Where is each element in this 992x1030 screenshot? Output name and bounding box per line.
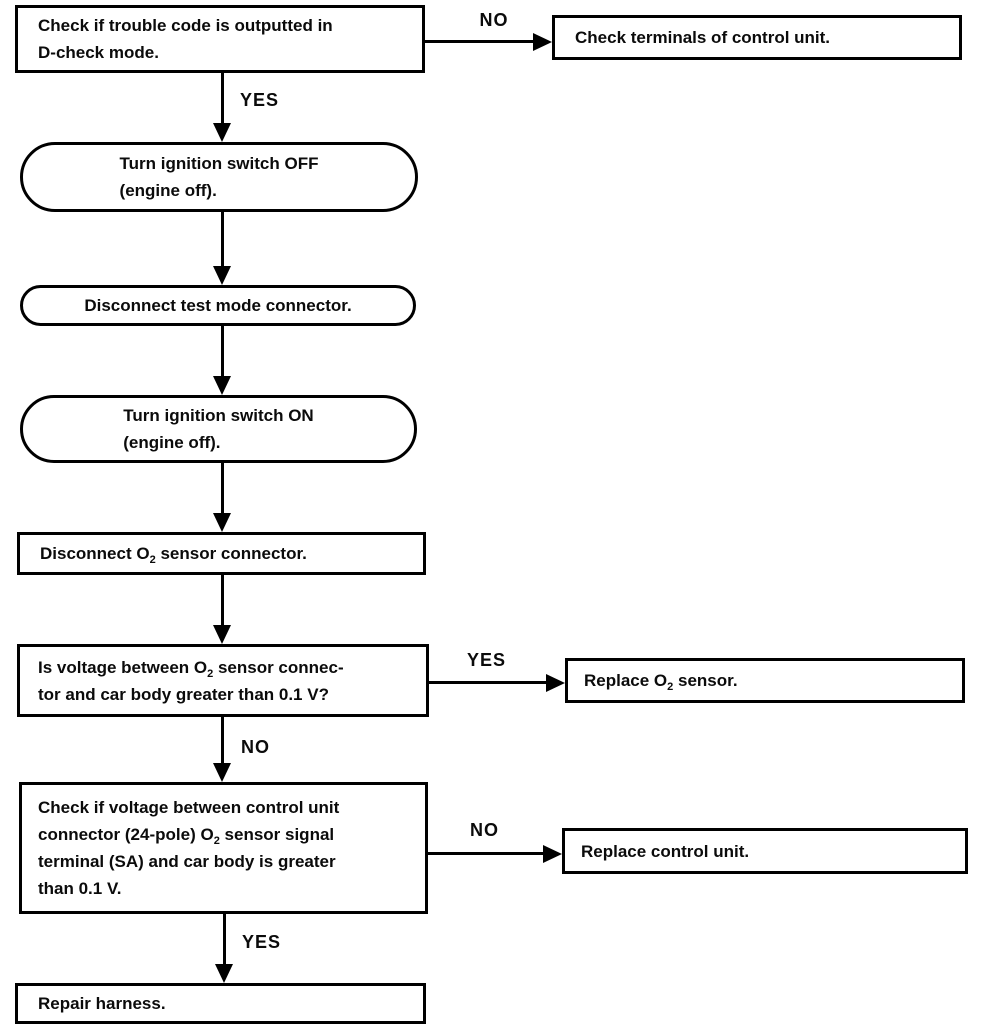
arrow-line-1	[221, 212, 224, 266]
arrow-line-2	[221, 326, 224, 376]
arrowhead-no-right	[543, 845, 562, 863]
arrowhead-yes-bottom	[215, 964, 233, 983]
subscript-2: 2	[149, 554, 156, 566]
node-voltage-o2-question: Is voltage between O2 sensor connec- tor…	[17, 644, 429, 717]
node-text-block: Turn ignition switch ON (engine off).	[123, 402, 313, 456]
node-text-line: Check terminals of control unit.	[575, 28, 831, 47]
arrow-line-yes-bottom	[223, 914, 226, 964]
arrowhead-yes-top	[213, 123, 231, 142]
arrow-line-no-right	[428, 852, 544, 855]
edge-label-yes-bottom: YES	[242, 932, 282, 952]
node-text-line: tor and car body greater than 0.1 V?	[38, 684, 329, 704]
edge-label-yes-mid: YES	[467, 650, 507, 670]
node-replace-o2-sensor: Replace O2 sensor.	[565, 658, 965, 703]
arrowhead-no-mid	[213, 763, 231, 782]
arrowhead-3	[213, 513, 231, 532]
node-ignition-off: Turn ignition switch OFF (engine off).	[20, 142, 418, 212]
edge-label-no-top: NO	[479, 10, 509, 30]
edge-label-no-right: NO	[470, 820, 499, 840]
edge-label-no-mid: NO	[241, 737, 270, 757]
node-check-terminals: Check terminals of control unit.	[552, 15, 962, 60]
node-text-line: D-check mode.	[38, 43, 159, 62]
node-text-block: Turn ignition switch OFF (engine off).	[120, 150, 319, 204]
arrow-line-no-top	[425, 40, 537, 43]
arrowhead-2	[213, 376, 231, 395]
node-replace-control-unit: Replace control unit.	[562, 828, 968, 874]
node-text-line: Replace O2 sensor.	[584, 671, 738, 693]
node-repair-harness: Repair harness.	[15, 983, 426, 1024]
arrow-line-yes-mid	[429, 681, 547, 684]
node-text-line: Disconnect test mode connector.	[84, 296, 352, 315]
node-text-line: connector (24-pole) O2 sensor signal	[38, 825, 335, 847]
node-text-line: Replace control unit.	[581, 841, 750, 861]
arrow-line-no-mid	[221, 717, 224, 763]
arrowhead-yes-mid	[546, 674, 565, 692]
node-text-line: terminal (SA) and car body is greater	[38, 852, 336, 871]
node-text-line: Check if voltage between control unit	[38, 798, 340, 817]
node-text-line: Disconnect O2 sensor connector.	[40, 544, 307, 566]
node-ignition-on: Turn ignition switch ON (engine off).	[20, 395, 417, 463]
arrowhead-1	[213, 266, 231, 285]
arrow-line-3	[221, 463, 224, 513]
node-text-line: Turn ignition switch OFF	[119, 154, 319, 173]
node-text-line: Is voltage between O2 sensor connec-	[38, 657, 344, 680]
node-text-line: Repair harness.	[38, 994, 166, 1013]
arrowhead-4	[213, 625, 231, 644]
node-text-line: Turn ignition switch ON	[123, 406, 314, 425]
node-text-line: (engine off).	[123, 433, 221, 452]
node-disconnect-test-mode: Disconnect test mode connector.	[20, 285, 416, 326]
node-disconnect-o2-sensor: Disconnect O2 sensor connector.	[17, 532, 426, 575]
subscript-2: 2	[213, 835, 220, 847]
node-text-line: Check if trouble code is outputted in	[38, 16, 333, 35]
arrow-line-4	[221, 575, 224, 625]
node-check-trouble-code: Check if trouble code is outputted in D-…	[15, 5, 425, 73]
node-text-line: (engine off).	[119, 181, 217, 200]
arrow-line-yes-top	[221, 73, 224, 123]
arrowhead-no-top	[533, 33, 552, 51]
node-check-control-unit-voltage: Check if voltage between control unit co…	[19, 782, 428, 914]
subscript-2: 2	[667, 681, 674, 693]
edge-label-yes-top: YES	[240, 90, 280, 110]
subscript-2: 2	[207, 667, 214, 680]
node-text-line: than 0.1 V.	[38, 879, 122, 898]
